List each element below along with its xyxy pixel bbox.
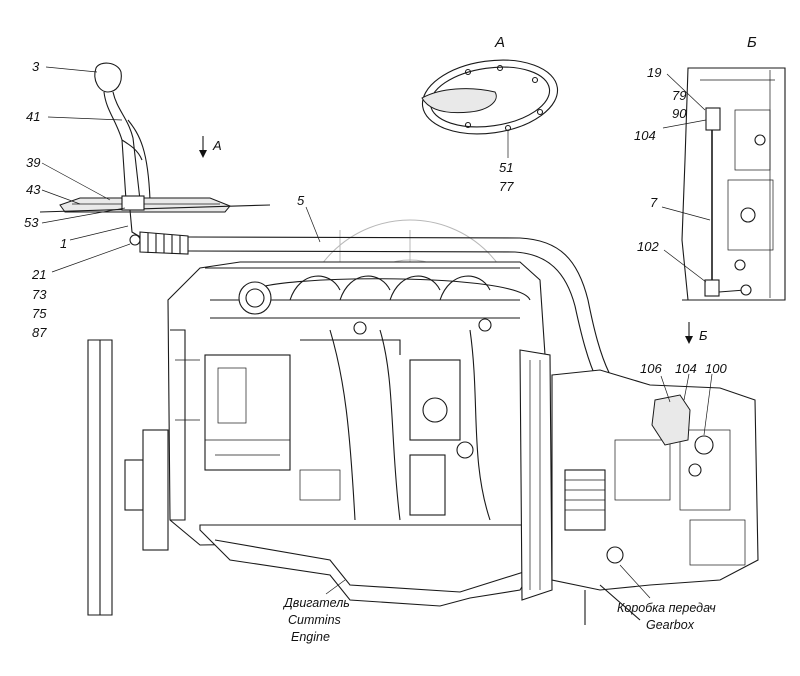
lever-base (121, 195, 145, 211)
callout-3: 3 (32, 59, 40, 74)
shift-mechanism (694, 435, 714, 455)
floor-boot (59, 197, 231, 213)
callout-19: 19 (647, 65, 661, 80)
oil-pan (199, 524, 546, 607)
gearbox (551, 369, 759, 625)
callout-102: 102 (637, 239, 659, 254)
shift-tower (651, 394, 691, 446)
flywheel (87, 339, 169, 616)
engine-caption-ru: Двигатель (282, 596, 350, 610)
callout-100: 100 (705, 361, 727, 376)
callout-77: 77 (499, 179, 514, 194)
view-b-upper-joint (705, 107, 721, 131)
callout-104-bottom: 104 (675, 361, 697, 376)
engine-caption-en1: Cummins (288, 613, 341, 627)
gearbox-caption-ru: Коробка передач (617, 601, 716, 615)
captions: Двигатель Cummins Engine Коробка передач… (282, 596, 716, 644)
oil-filter (409, 454, 446, 516)
lever-joint (129, 234, 141, 246)
callout-104-top: 104 (634, 128, 656, 143)
leader-lines (41, 66, 713, 599)
view-b-arrow-label: Б (699, 328, 708, 343)
callout-1: 1 (60, 236, 67, 251)
callout-79: 79 (672, 88, 686, 103)
flywheel-housing (519, 349, 553, 601)
engine-block (167, 261, 553, 607)
callout-41: 41 (26, 109, 40, 124)
gear-lever-assembly: А (39, 62, 271, 255)
callout-73: 73 (32, 287, 47, 302)
callout-53: 53 (24, 215, 39, 230)
callout-39: 39 (26, 155, 40, 170)
callout-43: 43 (26, 182, 41, 197)
view-a-label: А (494, 34, 505, 51)
callout-87: 87 (32, 325, 47, 340)
lever-rod-right (112, 91, 141, 201)
callout-90: 90 (672, 106, 687, 121)
view-b-lower-joint (704, 279, 720, 297)
engine-caption-en2: Engine (291, 630, 330, 644)
view-b-detail: Б (681, 67, 786, 344)
lever-rod-left (103, 91, 127, 201)
fuel-pump (409, 359, 461, 441)
air-intake (238, 281, 272, 315)
callout-7: 7 (650, 195, 658, 210)
callout-5: 5 (297, 193, 305, 208)
view-a-opening (421, 88, 497, 114)
callout-106: 106 (640, 361, 662, 376)
lever-knob (94, 62, 122, 93)
callout-21: 21 (31, 267, 46, 282)
view-a-arrow-label: А (212, 138, 222, 153)
ecu-module (204, 354, 291, 471)
callout-75: 75 (32, 306, 47, 321)
view-a-detail (421, 59, 559, 158)
view-b-label: Б (747, 34, 757, 51)
rod-bellows (139, 231, 189, 255)
callout-numbers: 3 41 39 43 53 1 21 73 75 87 5 51 77 19 7… (24, 59, 727, 376)
callout-51: 51 (499, 160, 513, 175)
pulley-hub (124, 459, 144, 511)
gearbox-caption-en: Gearbox (646, 618, 695, 632)
